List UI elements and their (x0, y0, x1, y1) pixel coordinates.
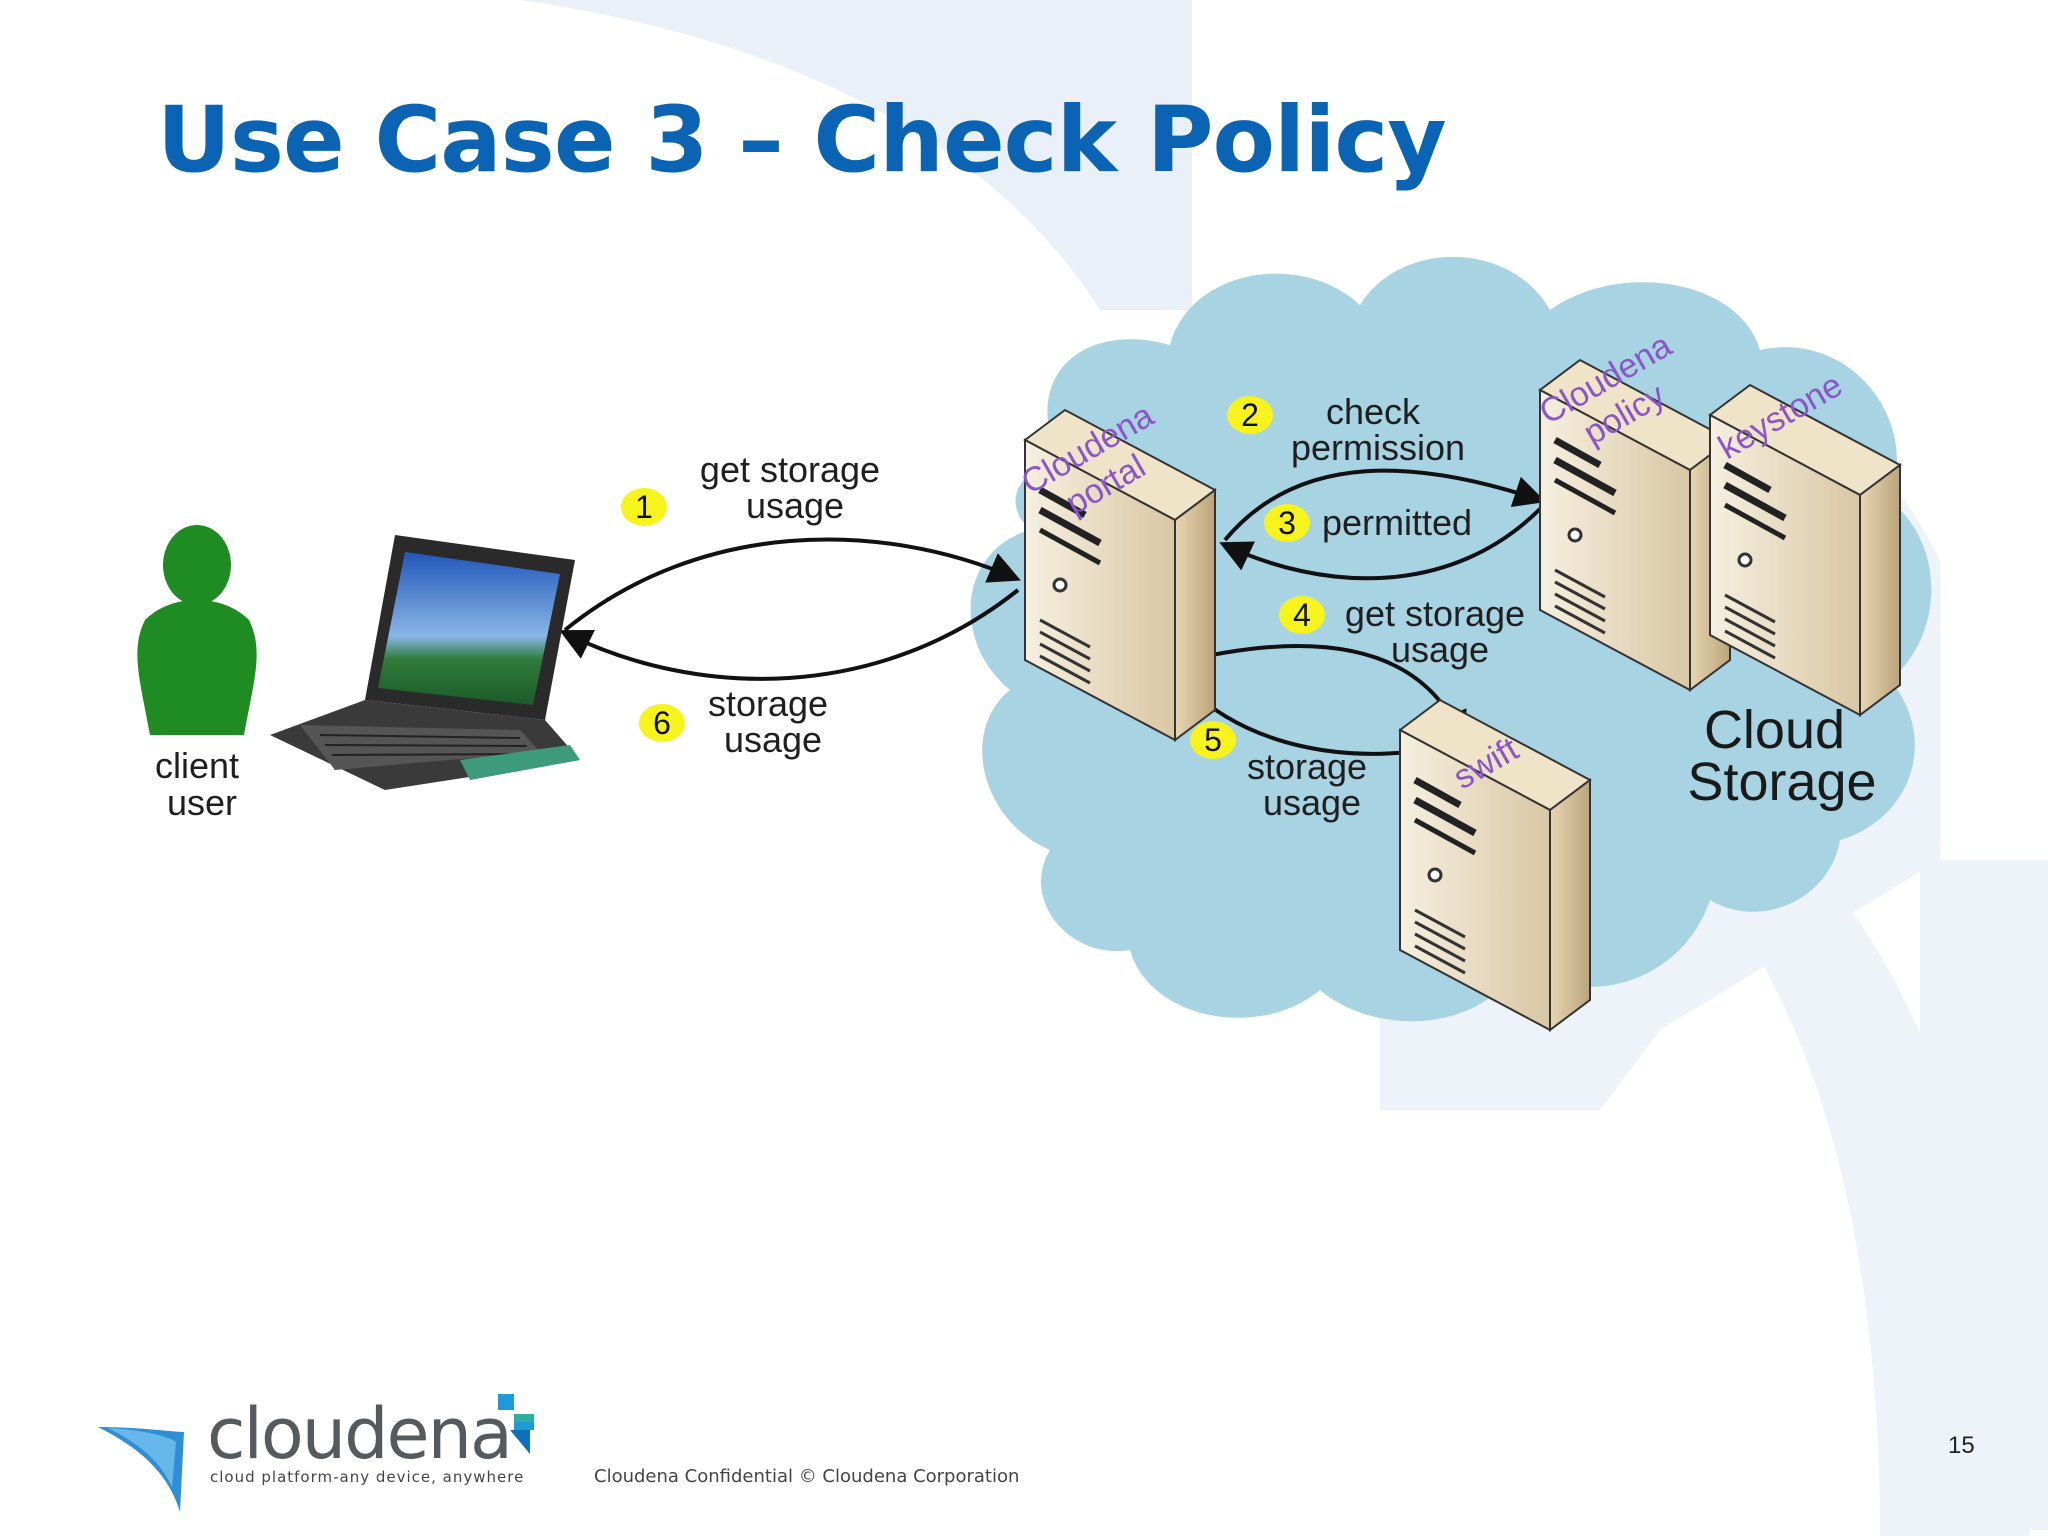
svg-text:6: 6 (653, 705, 671, 741)
svg-text:3: 3 (1278, 505, 1296, 541)
svg-text:get storage usage: get storage usage (700, 449, 890, 526)
page-number: 15 (1948, 1432, 1975, 1459)
logo-accent-icon (498, 1394, 534, 1454)
svg-text:storage usage: storage usage (1247, 746, 1377, 823)
laptop-icon (270, 535, 580, 790)
svg-text:permitted: permitted (1322, 502, 1472, 543)
arrow-3-permitted (1219, 505, 1544, 581)
footer-brand: cloudena (207, 1393, 513, 1475)
arrow-2-check-permission (1223, 468, 1547, 542)
client-user-icon (137, 525, 257, 735)
svg-text:check permission: check permission (1291, 391, 1465, 468)
client-user-label: client user (155, 745, 249, 823)
arrow-6-storage-usage (559, 588, 1020, 681)
step-3: 3 permitted (1264, 502, 1472, 543)
footer-tagline: cloud platform-any device, anywhere (210, 1468, 525, 1486)
background-shape-edge (1920, 860, 2048, 1530)
cloudena-logo-mark-icon (98, 1427, 184, 1512)
footer-confidential: Cloudena Confidential © Cloudena Corpora… (594, 1466, 1020, 1487)
svg-text:storage usage: storage usage (708, 683, 838, 760)
slide-title: Use Case 3 – Check Policy (157, 88, 1447, 193)
svg-text:2: 2 (1241, 397, 1259, 433)
svg-text:get storage usage: get storage usage (1345, 593, 1535, 670)
cloud-storage-label: Cloud Storage (1687, 700, 1876, 812)
step-4: 4 get storage usage (1279, 593, 1535, 670)
step-6: 6 storage usage (639, 683, 838, 760)
svg-text:4: 4 (1293, 597, 1311, 633)
step-2: 2 check permission (1227, 391, 1465, 468)
step-1: 1 get storage usage (621, 449, 890, 526)
background-shape-top (520, 0, 1192, 310)
svg-text:5: 5 (1204, 722, 1222, 758)
step-5: 5 storage usage (1190, 721, 1377, 823)
svg-text:1: 1 (635, 489, 653, 525)
arrow-1-get-storage-usage (563, 537, 1021, 632)
